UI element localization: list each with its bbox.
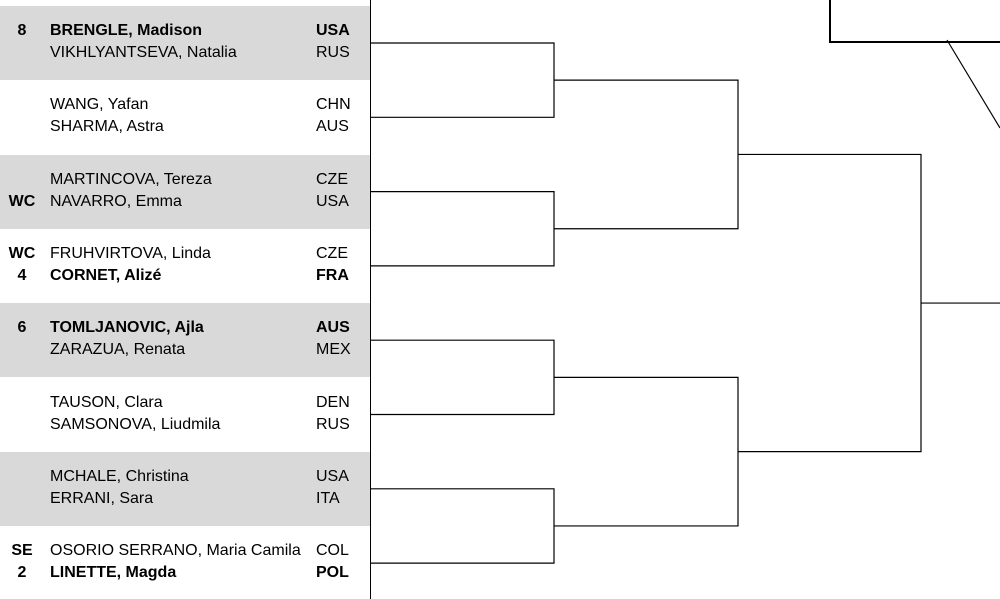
player-nation: FRA — [316, 266, 349, 284]
player-name: CORNET, Alizé — [50, 266, 162, 284]
player-seed: WC — [8, 244, 36, 262]
player-name: ERRANI, Sara — [50, 489, 154, 507]
player-nation: USA — [316, 467, 349, 485]
player-name: BRENGLE, Madison — [50, 22, 203, 39]
player-name: TOMLJANOVIC, Ajla — [50, 319, 204, 337]
player-nation: AUS — [316, 118, 349, 136]
bracket-connector-r1 — [370, 42, 555, 118]
bracket-connector-r3 — [738, 153, 922, 453]
player-nation: CZE — [316, 170, 348, 188]
player-nation: RUS — [316, 415, 350, 433]
player-nation: CHN — [316, 96, 351, 114]
player-name: MARTINCOVA, Tereza — [50, 170, 212, 188]
player-name: SHARMA, Astra — [50, 118, 164, 136]
player-name: MCHALE, Christina — [50, 467, 189, 485]
bracket-connector-r2 — [554, 376, 739, 527]
player-nation: USA — [316, 22, 350, 39]
player-nation: COL — [316, 542, 349, 560]
player-nation: DEN — [316, 393, 350, 411]
player-seed: 8 — [17, 22, 27, 39]
player-name: ZARAZUA, Renata — [50, 341, 186, 359]
draw-divider-line — [370, 0, 371, 599]
player-nation: USA — [316, 192, 349, 210]
player-nation: MEX — [316, 341, 351, 359]
player-name: VIKHLYANTSEVA, Natalia — [50, 44, 237, 61]
player-seed: SE — [11, 542, 33, 560]
player-name: NAVARRO, Emma — [50, 192, 182, 210]
match-band — [0, 154, 370, 229]
player-seed: 4 — [17, 266, 27, 284]
player-seed: 2 — [17, 564, 27, 582]
match-band — [0, 303, 370, 378]
player-nation: CZE — [316, 244, 348, 262]
player-nation: RUS — [316, 44, 350, 61]
player-seed: 6 — [17, 319, 27, 337]
bracket-connector-r1 — [370, 488, 555, 564]
player-name: FRUHVIRTOVA, Linda — [50, 244, 211, 262]
match-band — [0, 451, 370, 526]
player-name: TAUSON, Clara — [50, 393, 163, 411]
player-name: WANG, Yafan — [50, 96, 149, 114]
player-nation: POL — [316, 564, 349, 582]
bracket-connector-r1 — [370, 191, 555, 267]
player-seed: WC — [8, 192, 36, 210]
player-nation: ITA — [316, 489, 340, 507]
player-name: SAMSONOVA, Liudmila — [50, 415, 221, 433]
bracket-connector-r2 — [554, 79, 739, 230]
info-box-pointer-line — [946, 39, 1000, 129]
bracket-connector-r1 — [370, 339, 555, 416]
match-band — [0, 6, 370, 80]
player-name: OSORIO SERRANO, Maria Camila — [50, 542, 301, 560]
info-box — [829, 0, 1000, 43]
player-nation: AUS — [316, 319, 350, 337]
player-name: LINETTE, Magda — [50, 564, 177, 582]
